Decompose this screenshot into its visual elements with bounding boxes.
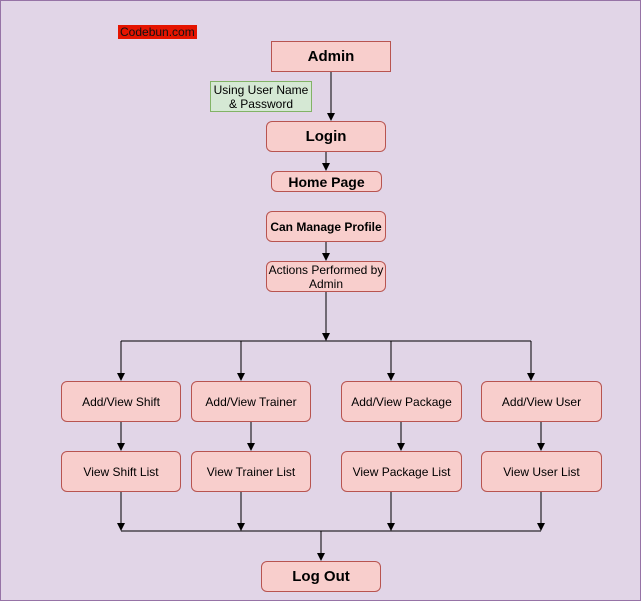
node-add-view-package: Add/View Package [341, 381, 462, 422]
note-credentials: Using User Name & Password [210, 81, 312, 112]
node-view-package-list: View Package List [341, 451, 462, 492]
node-view-shift-list: View Shift List [61, 451, 181, 492]
node-actions-performed: Actions Performed by Admin [266, 261, 386, 292]
node-add-view-user: Add/View User [481, 381, 602, 422]
node-actions-performed-text: Actions Performed by Admin [268, 262, 384, 291]
node-admin: Admin [271, 41, 391, 72]
node-home-page: Home Page [271, 171, 382, 192]
node-add-view-trainer: Add/View Trainer [191, 381, 311, 422]
node-add-view-shift: Add/View Shift [61, 381, 181, 422]
node-log-out: Log Out [261, 561, 381, 592]
watermark-label: Codebun.com [118, 25, 197, 39]
node-login: Login [266, 121, 386, 152]
node-view-trainer-list: View Trainer List [191, 451, 311, 492]
note-credentials-text: Using User Name & Password [213, 82, 309, 111]
node-view-user-list: View User List [481, 451, 602, 492]
node-can-manage-profile: Can Manage Profile [266, 211, 386, 242]
